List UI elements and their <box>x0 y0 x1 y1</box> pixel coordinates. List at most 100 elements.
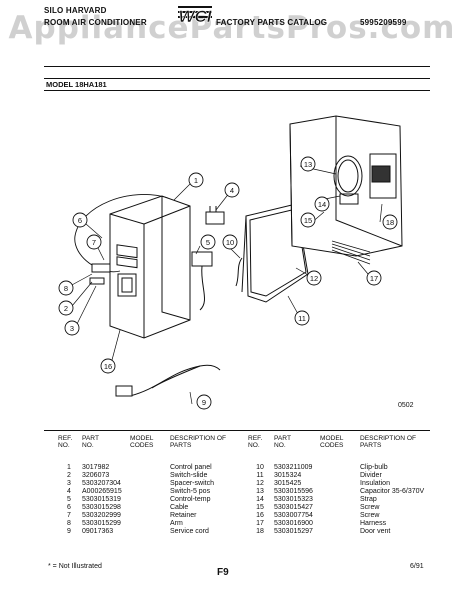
catalog-number: 5995209599 <box>360 18 407 27</box>
right-ref-header: REF. NO. <box>248 435 263 450</box>
watermark: AppliancePartsPros.com <box>8 10 456 46</box>
cell-part: 5303007754 <box>274 512 313 519</box>
callout-11 <box>294 310 310 326</box>
callout-label-10: 10 <box>226 238 234 247</box>
cell-desc: Harness <box>360 520 387 527</box>
cell-desc: Control-temp <box>170 496 211 503</box>
cell-codes <box>320 496 360 504</box>
harness-drawing <box>331 240 371 265</box>
left-codes-header: MODEL CODES <box>130 435 154 450</box>
cell-desc: Screw <box>360 504 380 511</box>
cell-ref: 10 <box>256 464 264 471</box>
cell-desc: Divider <box>360 472 382 479</box>
callout-label-1: 1 <box>194 176 198 185</box>
callout-10 <box>222 234 238 250</box>
cell-ref: 12 <box>256 480 264 487</box>
callout-label-7: 7 <box>92 238 96 247</box>
cell-part: 5303016900 <box>274 520 313 527</box>
cell-codes <box>320 504 360 512</box>
callouts <box>58 156 398 410</box>
cell-codes <box>130 472 170 480</box>
callout-18 <box>382 214 398 230</box>
cell-part: 3015324 <box>274 472 302 479</box>
cell-codes <box>130 488 170 496</box>
cell-desc: Clip-bulb <box>360 464 388 471</box>
cell-codes <box>320 472 360 480</box>
callout-label-11: 11 <box>298 314 306 323</box>
cell-part: 3017982 <box>82 464 110 471</box>
exploded-parts-diagram: 1 4 6 7 8 2 3 5 10 11 12 13 14 15 17 18 … <box>58 115 403 410</box>
callout-label-18: 18 <box>386 218 394 227</box>
cell-desc: Capacitor 35-6/370V <box>360 488 425 495</box>
callout-13 <box>300 156 316 172</box>
callout-17 <box>366 270 382 286</box>
callout-14 <box>314 196 330 212</box>
cell-ref: 14 <box>256 496 264 503</box>
callout-7 <box>86 234 102 250</box>
catalog-title: FACTORY PARTS CATALOG <box>216 18 328 27</box>
cell-ref: 8 <box>67 520 71 527</box>
cell-ref: 1 <box>67 464 71 471</box>
cell-part: 3206073 <box>82 472 110 479</box>
drawing-code: 0502 <box>398 402 414 409</box>
left-desc-header: DESCRIPTION OF PARTS <box>170 435 227 450</box>
cell-ref: 16 <box>256 512 264 519</box>
control-panel-drawing <box>109 195 191 339</box>
header-rule <box>44 66 430 67</box>
cell-ref: 2 <box>67 472 71 479</box>
cell-ref: 3 <box>67 480 71 487</box>
cell-codes <box>130 512 170 520</box>
cell-part: 5303015596 <box>274 488 313 495</box>
cell-codes <box>320 464 360 472</box>
cell-part: 5303202999 <box>82 512 121 519</box>
cell-part: 5303211009 <box>274 464 313 471</box>
header-line1: SILO HARVARD <box>44 6 107 15</box>
left-part-header: PART NO. <box>82 435 99 450</box>
callout-label-12: 12 <box>310 274 318 283</box>
switch-5pos-drawing <box>205 206 225 225</box>
revision-date: 6/91 <box>410 563 424 570</box>
model-label: MODEL 18HA181 <box>46 80 107 89</box>
cell-codes <box>320 520 360 528</box>
cell-part: 5303015427 <box>274 504 313 511</box>
table-row: 9 09017363 Service cord <box>58 528 240 536</box>
cell-ref: 9 <box>67 528 71 535</box>
callout-5 <box>200 234 216 250</box>
cell-desc: Switch-slide <box>170 472 208 479</box>
cell-ref: 18 <box>256 528 264 535</box>
cell-part: 09017363 <box>82 528 114 535</box>
cell-codes <box>130 496 170 504</box>
cell-codes <box>130 480 170 488</box>
cell-desc: Arm <box>170 520 183 527</box>
callout-label-9: 9 <box>202 398 206 407</box>
model-rule-bottom <box>44 90 430 91</box>
callout-6 <box>72 212 88 228</box>
callout-8 <box>58 280 74 296</box>
page-number: F9 <box>217 567 229 578</box>
callout-label-16: 16 <box>104 362 112 371</box>
callout-15 <box>300 212 316 228</box>
callout-16 <box>100 358 116 374</box>
cell-codes <box>130 504 170 512</box>
cell-desc: Insulation <box>360 480 390 487</box>
arm-drawing <box>89 277 105 285</box>
right-desc-header: DESCRIPTION OF PARTS <box>360 435 417 450</box>
cell-codes <box>320 480 360 488</box>
callout-3 <box>64 320 80 336</box>
callout-label-2: 2 <box>64 304 68 313</box>
cell-codes <box>130 520 170 528</box>
cell-desc: Service cord <box>170 528 209 535</box>
callout-label-15: 15 <box>304 216 312 225</box>
cell-desc: Cable <box>170 504 189 511</box>
